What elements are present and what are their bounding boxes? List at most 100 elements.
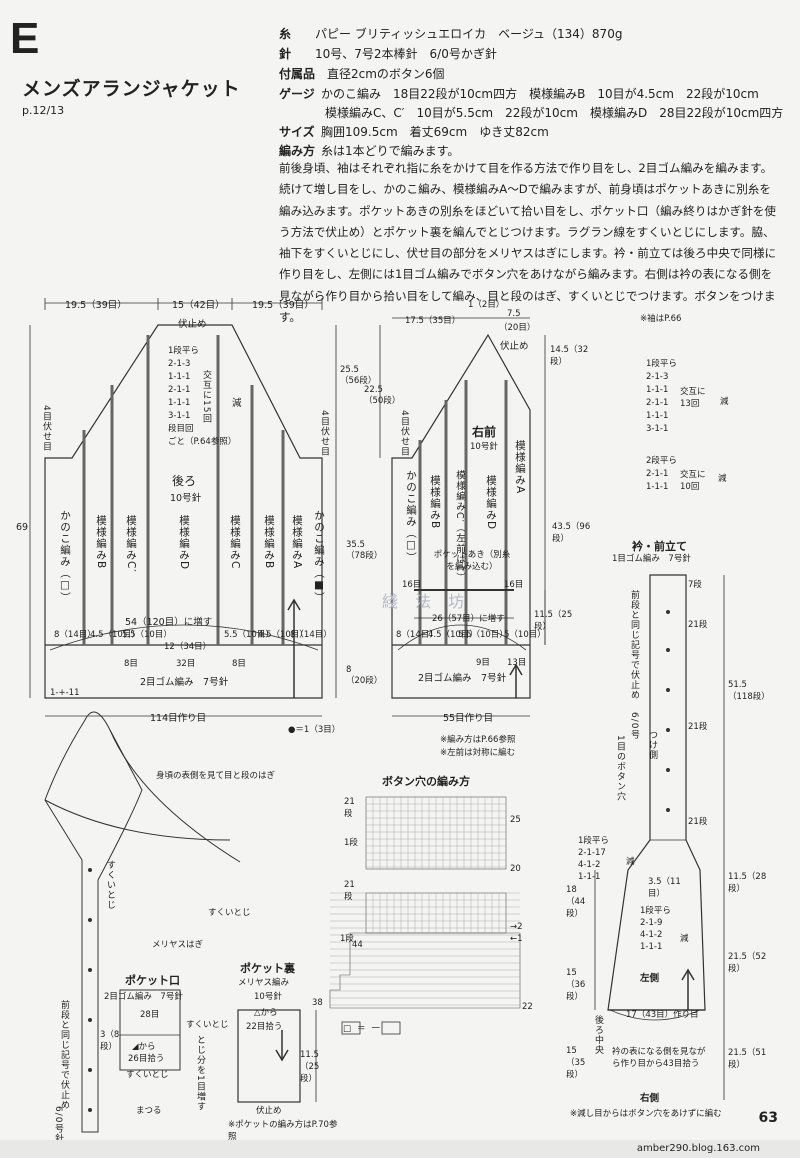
assembly-side: 前段と同じ記号で伏止め <box>59 1000 69 1110</box>
front-side-bind: 4目伏せ目 <box>399 410 409 457</box>
bh-num-20: 20 <box>510 864 521 874</box>
assembly-sukui-vertical: すくいとじ <box>105 860 115 910</box>
pocket-lining-height: 11.5（25段） <box>300 1050 320 1084</box>
bh-num-22: 22 <box>522 1002 533 1012</box>
back-side-bind-right: 4目伏せ目 <box>319 410 329 457</box>
buttonhole-title: ボタン穴の編み方 <box>382 775 470 788</box>
collar-h1: 18（44段） <box>566 885 586 919</box>
dot-note: ●＝1（3目） <box>288 725 341 735</box>
instructions-text: 前後身頃、袖はそれぞれ指に糸をかけて目を作る方法で作り目をし、2目ゴム編みを編み… <box>279 161 777 325</box>
collar-sub: 1目ゴム編み 7号針 <box>612 554 691 564</box>
collar-center: 後ろ中央 <box>593 1015 603 1055</box>
collar-footnote: ※減し目からはボタン穴をあけずに編む <box>570 1109 722 1119</box>
pocket-lining-sub1: メリヤス編み <box>238 978 290 988</box>
collar-dec-label-1: 減 <box>626 857 635 867</box>
back-dim-right: 19.5（39目） <box>252 300 314 311</box>
front-small-16a: 16目 <box>504 580 524 590</box>
back-inc-note: 54（120目）に増す <box>125 617 213 628</box>
pocket-lining-note: ※ポケットの編み方はP.70参照 <box>228 1120 338 1142</box>
back-dec-note: 交互に15回 <box>201 370 211 424</box>
star-dec-label: 減 <box>720 397 729 407</box>
spec-gauge: ゲージかのこ編み 18目22段が10cm四方 模様編みB 10目が4.5cm 2… <box>279 87 759 101</box>
pocket-mouth-title: ポケット口 <box>125 974 180 987</box>
assembly-hook: 6/0号針 <box>53 1106 63 1144</box>
back-small-dim-2: 8目 <box>232 659 246 669</box>
front-rib: 2目ゴム編み 7号針 <box>418 673 507 684</box>
page-reference: p.12/13 <box>22 104 65 117</box>
spec-notions: 付属品直径2cmのボタン6個 <box>279 67 445 81</box>
bh-arrow-2: →2 <box>510 922 523 932</box>
collar-row-label: 7段 <box>688 580 702 590</box>
collar-length: 51.5（118段） <box>728 680 770 702</box>
front-bind-off: 伏止め <box>500 341 529 352</box>
triangle-dec-label: 減 <box>718 474 727 484</box>
section-letter: E <box>10 14 40 63</box>
front-dim-left: 17.5（35目） <box>405 316 461 326</box>
back-rib: 2目ゴム編み 7号針 <box>140 677 229 688</box>
front-height-top: 14.5（32段） <box>550 345 589 367</box>
assembly-outline <box>44 711 143 1133</box>
front-bottom-dim-0: 8（14目） <box>396 630 438 640</box>
bh-row-21-bot: 21段 <box>344 880 355 902</box>
footer-bar: amber290.blog.163.com <box>0 1140 800 1158</box>
bh-row-21-top: 21段 <box>344 797 355 819</box>
pocket-lining-from: △から <box>254 1008 278 1018</box>
front-bottom-dim-1: 4.5（10目） <box>428 630 478 640</box>
collar-buttonhole: 1目のボタン穴 <box>615 735 625 802</box>
front-notes: ※編み方はP.66参照※左前は対称に編む <box>440 735 516 758</box>
pocket-mouth-from: ◢から <box>132 1042 156 1052</box>
pocket-mouth-sub: 2目ゴム編み 7号針 <box>104 992 183 1002</box>
collar-hook: 6/0号 <box>629 712 639 740</box>
pocket-mouth-bottom: すくいとじ <box>126 1070 169 1080</box>
watermark: 綫 法 坊 <box>382 592 471 611</box>
assembly-sukui: すくいとじ <box>208 908 251 918</box>
bh-arrow-1: ←1 <box>510 934 523 944</box>
front-bottom-dim-3: 5（10目） <box>504 630 546 640</box>
pocket-lining-pick: 22目拾う <box>246 1022 283 1032</box>
spec-gauge-2: 模様編みC、C′ 10目が5.5cm 22段が10cm 模様編みD 28目22段… <box>325 106 784 120</box>
back-bottom-dim-2: 5.5（10目） <box>122 630 172 640</box>
pocket-lining-sub2: 10号針 <box>254 992 282 1002</box>
back-pattern-kanoko: かのこ編み（□） <box>59 510 71 604</box>
back-height: 69 <box>16 522 29 533</box>
back-bottom-dim-0: 8（14目） <box>54 630 96 640</box>
front-title: 右前 <box>472 425 497 439</box>
front-pattern-a: 模様編みA <box>514 440 526 495</box>
collar-pickup: 衿の表になる側を見ながら作り目から43目拾う <box>612 1047 706 1069</box>
front-small-16b: 16目 <box>402 580 422 590</box>
front-pocket-note: ポケットあき（別糸を編み込む） <box>433 550 511 572</box>
front-height-mid: 43.5（96段） <box>552 522 591 544</box>
collar-side-note: 前段と同じ記号で伏止め <box>629 590 639 700</box>
buttonhole-chart-bottom <box>329 892 521 1009</box>
back-side-bind-left: 4目伏せ目 <box>41 405 51 452</box>
front-pattern-c: 模様編みC′（左前はC） <box>454 470 465 583</box>
front-needle: 10号針 <box>470 442 498 452</box>
back-dim-left: 19.5（39目） <box>65 300 127 311</box>
spec-size: サイズ胸囲109.5cm 着丈69cm ゆき丈82cm <box>279 125 549 139</box>
collar-cast: 17（43目）作り目 <box>626 1010 699 1020</box>
back-needle: 10号針 <box>170 493 202 504</box>
pattern-title: メンズアランジャケット <box>22 78 241 100</box>
bh-key: □＝一 <box>343 1024 387 1034</box>
collar-dec-label-2: 減 <box>680 934 689 944</box>
back-pattern-c: 模様編みC <box>229 515 241 570</box>
bh-row-1-top: 1段 <box>344 838 358 848</box>
footer-url: amber290.blog.163.com <box>636 1143 760 1154</box>
front-dim-right-sts: （20目） <box>499 323 536 333</box>
back-bottom-dim-1: 4.5（10目） <box>90 630 140 640</box>
page-number: 63 <box>758 1110 778 1126</box>
back-side-h1: 25.5（56段） <box>340 365 377 386</box>
back-pattern-d: 模様編みD <box>178 515 190 571</box>
collar-seg-2: 21.5（52段） <box>728 952 767 974</box>
pocket-lining-box <box>237 1009 301 1103</box>
bh-num-44: 44 <box>352 940 363 950</box>
spec-method: 編み方糸は1本どりで編みます。 <box>279 144 460 158</box>
collar-seg-3: 21.5（51段） <box>728 1048 767 1070</box>
front-small-13: 13目 <box>507 658 527 668</box>
assembly-note: 身頃の表側を見て目と段のはぎ <box>156 771 276 781</box>
